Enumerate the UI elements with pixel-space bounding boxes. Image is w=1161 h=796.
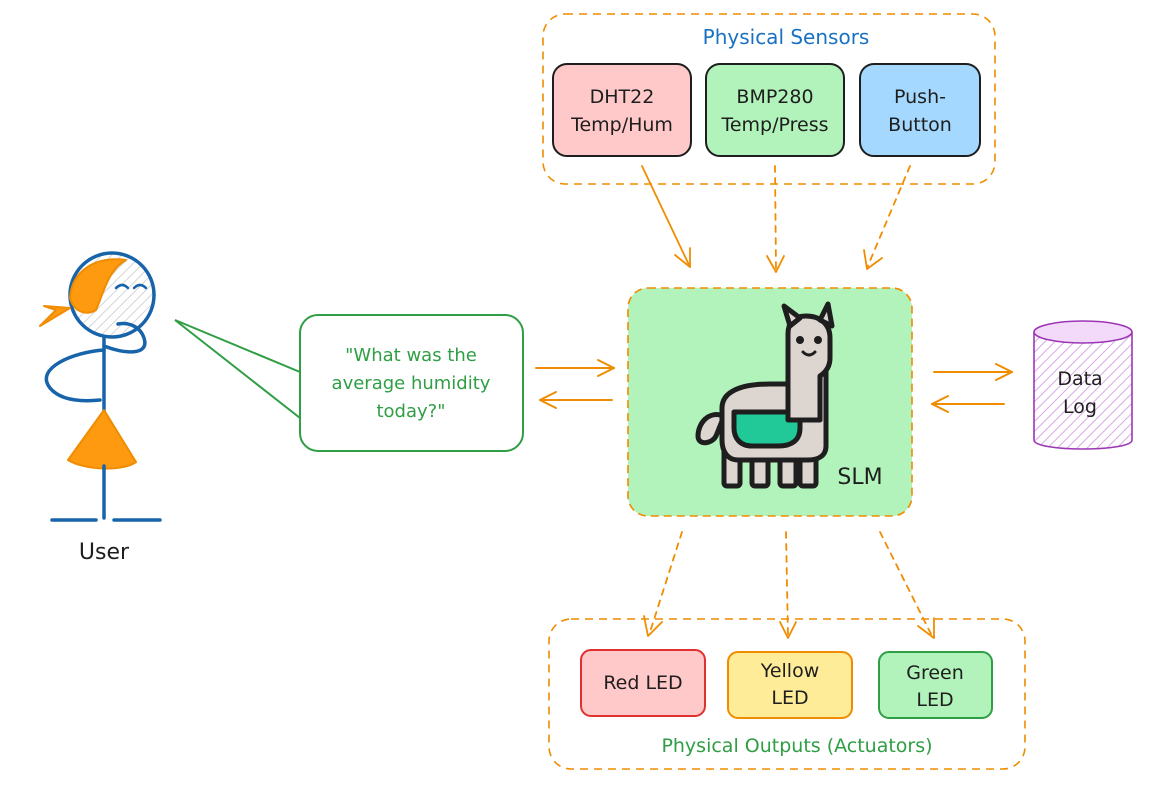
output-green-led-line-1: Green xyxy=(906,662,964,684)
arrow-slm-to-datalog xyxy=(933,363,1013,381)
arrow-pushbutton-head xyxy=(863,249,883,270)
query-line-1: "What was the xyxy=(345,345,477,366)
datalog-arrows xyxy=(931,363,1013,413)
output-green-led-line-2: LED xyxy=(916,689,953,711)
sensor-arrows xyxy=(641,165,911,273)
query-arrows xyxy=(535,359,615,409)
user-figure xyxy=(39,251,162,522)
output-yellow-led-line-1: Yellow xyxy=(760,660,820,682)
arrow-slm-to-green-led xyxy=(879,531,933,637)
sensor-dht22: DHT22 Temp/Hum xyxy=(552,63,692,157)
arrow-slm-to-query xyxy=(539,391,613,409)
sensor-bmp280-name: BMP280 xyxy=(736,86,813,108)
arrow-query-to-slm xyxy=(535,359,615,377)
query-line-3: today?" xyxy=(376,401,445,422)
data-log-line-2: Log xyxy=(1063,396,1097,418)
sensor-dht22-desc: Temp/Hum xyxy=(570,114,673,136)
outputs-title: Physical Outputs (Actuators) xyxy=(661,735,932,757)
user-label: User xyxy=(79,540,130,565)
arrow-dht22-to-slm xyxy=(641,165,691,268)
arrow-datalog-to-slm xyxy=(931,395,1005,413)
arrow-bmp280-head xyxy=(766,255,785,273)
arrow-slm-to-yellow-led xyxy=(785,531,789,637)
sensor-bmp280: BMP280 Temp/Press xyxy=(705,63,845,157)
arrow-slm-to-red-led xyxy=(649,531,683,633)
output-yellow-led: Yellow LED xyxy=(727,651,853,719)
data-log-storage: Data Log xyxy=(1033,320,1133,450)
query-bubble: "What was the average humidity today?" xyxy=(299,314,524,452)
sensor-push-button: Push- Button xyxy=(859,63,981,157)
arrow-bmp280-to-slm xyxy=(774,165,777,271)
output-red-led: Red LED xyxy=(580,649,706,717)
sensors-group: Physical Sensors DHT22 Temp/Hum BMP280 T… xyxy=(542,13,996,185)
sensors-title: Physical Sensors xyxy=(703,25,870,49)
slm-label: SLM xyxy=(837,465,882,490)
sensor-push-button-name: Push- xyxy=(894,86,946,108)
llama-icon xyxy=(695,301,835,489)
sensor-push-button-desc: Button xyxy=(888,114,952,136)
sensor-dht22-name: DHT22 xyxy=(590,86,655,108)
query-line-2: average humidity xyxy=(332,373,491,394)
speech-tail xyxy=(174,319,301,419)
output-green-led: Green LED xyxy=(878,651,993,719)
data-log-line-1: Data xyxy=(1057,368,1102,390)
sensor-bmp280-desc: Temp/Press xyxy=(720,114,828,136)
output-arrows xyxy=(643,531,935,639)
outputs-group: Red LED Yellow LED Green LED Physical Ou… xyxy=(548,618,1026,770)
arrow-pushbutton-to-slm xyxy=(866,165,911,269)
slm-core: SLM xyxy=(627,287,913,517)
output-yellow-led-line-2: LED xyxy=(771,687,808,709)
output-red-led-label: Red LED xyxy=(603,672,682,694)
llama-face xyxy=(796,336,822,357)
